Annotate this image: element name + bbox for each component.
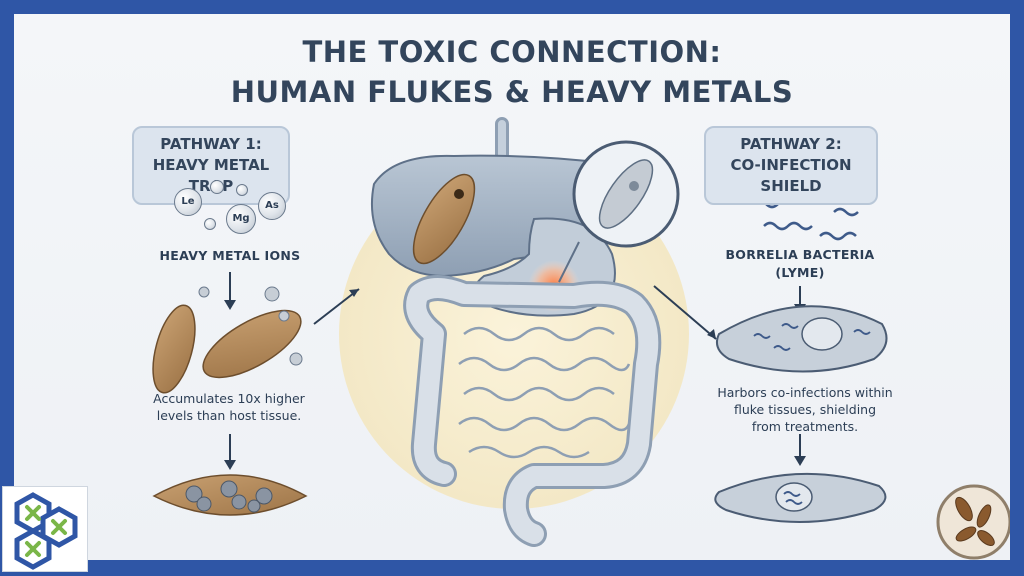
ion-mg: Mg (226, 204, 256, 234)
arrow-to-liver (313, 288, 360, 325)
infected-fluke (716, 305, 888, 373)
specimen-dish-icon (936, 484, 1010, 560)
ion-le: Le (174, 188, 202, 216)
arrow-to-pathway2 (653, 285, 717, 340)
hexagon-logo-icon (14, 492, 78, 570)
fluke-small (152, 304, 196, 394)
anatomy-illustration (152, 117, 1010, 560)
ion-bubble-small (210, 180, 224, 194)
fluke-large (202, 309, 302, 379)
brand-logo (2, 486, 88, 572)
page-title: THE TOXIC CONNECTION: HUMAN FLUKES & HEA… (14, 32, 1010, 112)
pathway2-heading-line2: CO-INFECTION SHIELD (730, 156, 852, 195)
pathway2-heading-line1: PATHWAY 2: (740, 135, 842, 153)
heavy-metal-ions-label: HEAVY METAL IONS (159, 248, 301, 263)
pathway2-description: Harbors co-infections within fluke tissu… (717, 385, 893, 434)
pathway2-heading: PATHWAY 2: CO-INFECTION SHIELD (704, 126, 878, 205)
magnified-fluke (598, 159, 654, 229)
title-line-2: HUMAN FLUKES & HEAVY METALS (230, 75, 794, 109)
infographic-panel: THE TOXIC CONNECTION: HUMAN FLUKES & HEA… (14, 14, 1010, 560)
pathway1-description: Accumulates 10x higher levels than host … (153, 391, 305, 423)
pathway1-heading-line1: PATHWAY 1: (160, 135, 262, 153)
borrelia-label: BORRELIA BACTERIA (LYME) (725, 247, 875, 280)
ion-bubble-tiny (236, 184, 248, 196)
metal-clusters (185, 480, 273, 513)
small-intestine (458, 326, 631, 459)
ion-as: As (258, 192, 286, 220)
ion-bubble-tiny-2 (204, 218, 216, 230)
title-line-1: THE TOXIC CONNECTION: (302, 35, 722, 69)
